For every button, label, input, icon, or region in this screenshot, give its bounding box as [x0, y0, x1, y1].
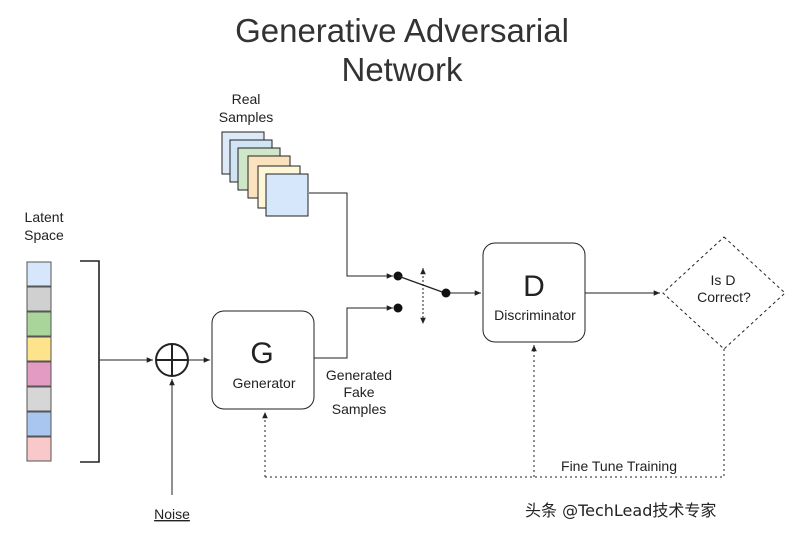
- decision-diamond: Is D Correct?: [662, 236, 786, 350]
- latent-space-label-line1: Latent: [25, 209, 64, 225]
- latent-cell: [26, 286, 52, 312]
- decision-label-line1: Is D: [711, 272, 736, 288]
- latent-cell: [26, 411, 52, 437]
- generator-box: G Generator: [211, 310, 315, 410]
- generator-letter: G: [250, 337, 273, 370]
- discriminator-label: Discriminator: [494, 307, 576, 323]
- latent-cell: [26, 261, 52, 287]
- real-samples-stack: [221, 131, 309, 217]
- real-samples-to-switch-arrow: [309, 192, 393, 279]
- latent-cell: [26, 336, 52, 362]
- generated-samples-label-line2: Fake: [343, 384, 374, 400]
- real-sample-card: [265, 173, 309, 217]
- latent-cell: [26, 386, 52, 412]
- generated-samples-to-switch-arrow: [314, 305, 393, 359]
- latent-cell: [26, 436, 52, 462]
- latent-cell: [26, 311, 52, 337]
- generated-samples-label-line1: Generated: [326, 367, 392, 383]
- real-samples-label-line2: Samples: [219, 109, 273, 125]
- decision-label-line2: Correct?: [697, 289, 751, 305]
- latent-space-label-line2: Space: [24, 227, 64, 243]
- latent-bracket: [80, 260, 100, 463]
- diagram-title-line2: Network: [341, 51, 463, 88]
- diagram-title-line1: Generative Adversarial: [235, 12, 569, 49]
- fine-tune-training-label: Fine Tune Training: [561, 458, 677, 474]
- generator-label: Generator: [232, 375, 295, 391]
- generated-samples-label-line3: Samples: [332, 401, 386, 417]
- input-switch: [393, 268, 451, 324]
- noise-label: Noise: [154, 506, 190, 522]
- real-samples-label-line1: Real: [232, 91, 261, 107]
- discriminator-letter: D: [523, 270, 545, 303]
- latent-cell: [26, 361, 52, 387]
- discriminator-box: D Discriminator: [482, 242, 586, 343]
- latent-space-vector: [26, 261, 52, 462]
- watermark-text: 头条 @TechLead技术专家: [525, 501, 717, 520]
- adder-plus-icon: [155, 343, 189, 377]
